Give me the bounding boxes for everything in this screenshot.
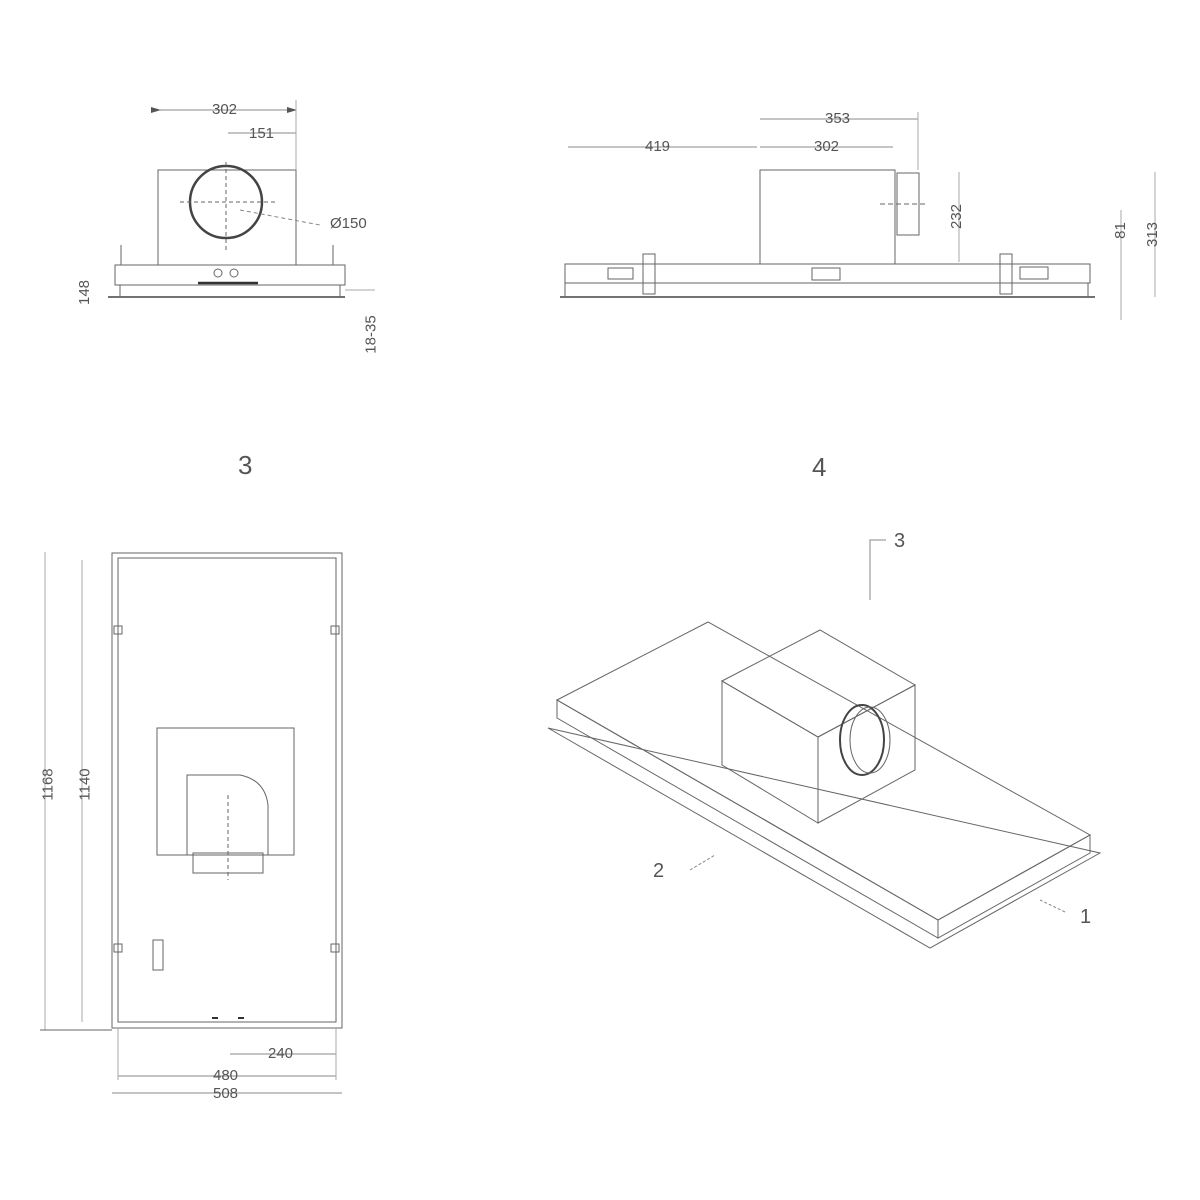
- dim-side-offset: 419: [645, 138, 671, 155]
- view-label-4: 4: [812, 452, 827, 482]
- top-view: [40, 552, 343, 1094]
- dim-frame-range: 18-35: [362, 315, 380, 354]
- side-view: [560, 112, 1156, 320]
- dim-side-box: 302: [814, 138, 840, 155]
- dim-inner-length: 1140: [76, 768, 94, 801]
- front-view: [108, 100, 375, 298]
- iso-arrow-2-label: 2: [653, 860, 665, 882]
- dim-frame-height: 81: [1111, 222, 1129, 239]
- dim-box-height: 232: [948, 203, 966, 230]
- dim-outer-width: 508: [213, 1085, 239, 1102]
- dim-overall-length: 1168: [39, 768, 57, 801]
- dim-front-width: 302: [212, 101, 238, 118]
- dim-front-half: 151: [249, 125, 275, 142]
- view-label-3: 3: [238, 450, 253, 480]
- dim-half-width: 240: [268, 1045, 294, 1062]
- dim-front-height: 148: [76, 279, 94, 306]
- dim-duct-diameter: Ø150: [330, 215, 367, 232]
- iso-arrow-3-label: 3: [894, 530, 906, 552]
- dim-side-outlet: 353: [825, 110, 851, 127]
- iso-arrow-1-label: 1: [1080, 906, 1092, 928]
- dim-inner-width: 480: [213, 1067, 239, 1084]
- dim-total-height: 313: [1144, 221, 1162, 248]
- isometric-view: [547, 539, 1102, 949]
